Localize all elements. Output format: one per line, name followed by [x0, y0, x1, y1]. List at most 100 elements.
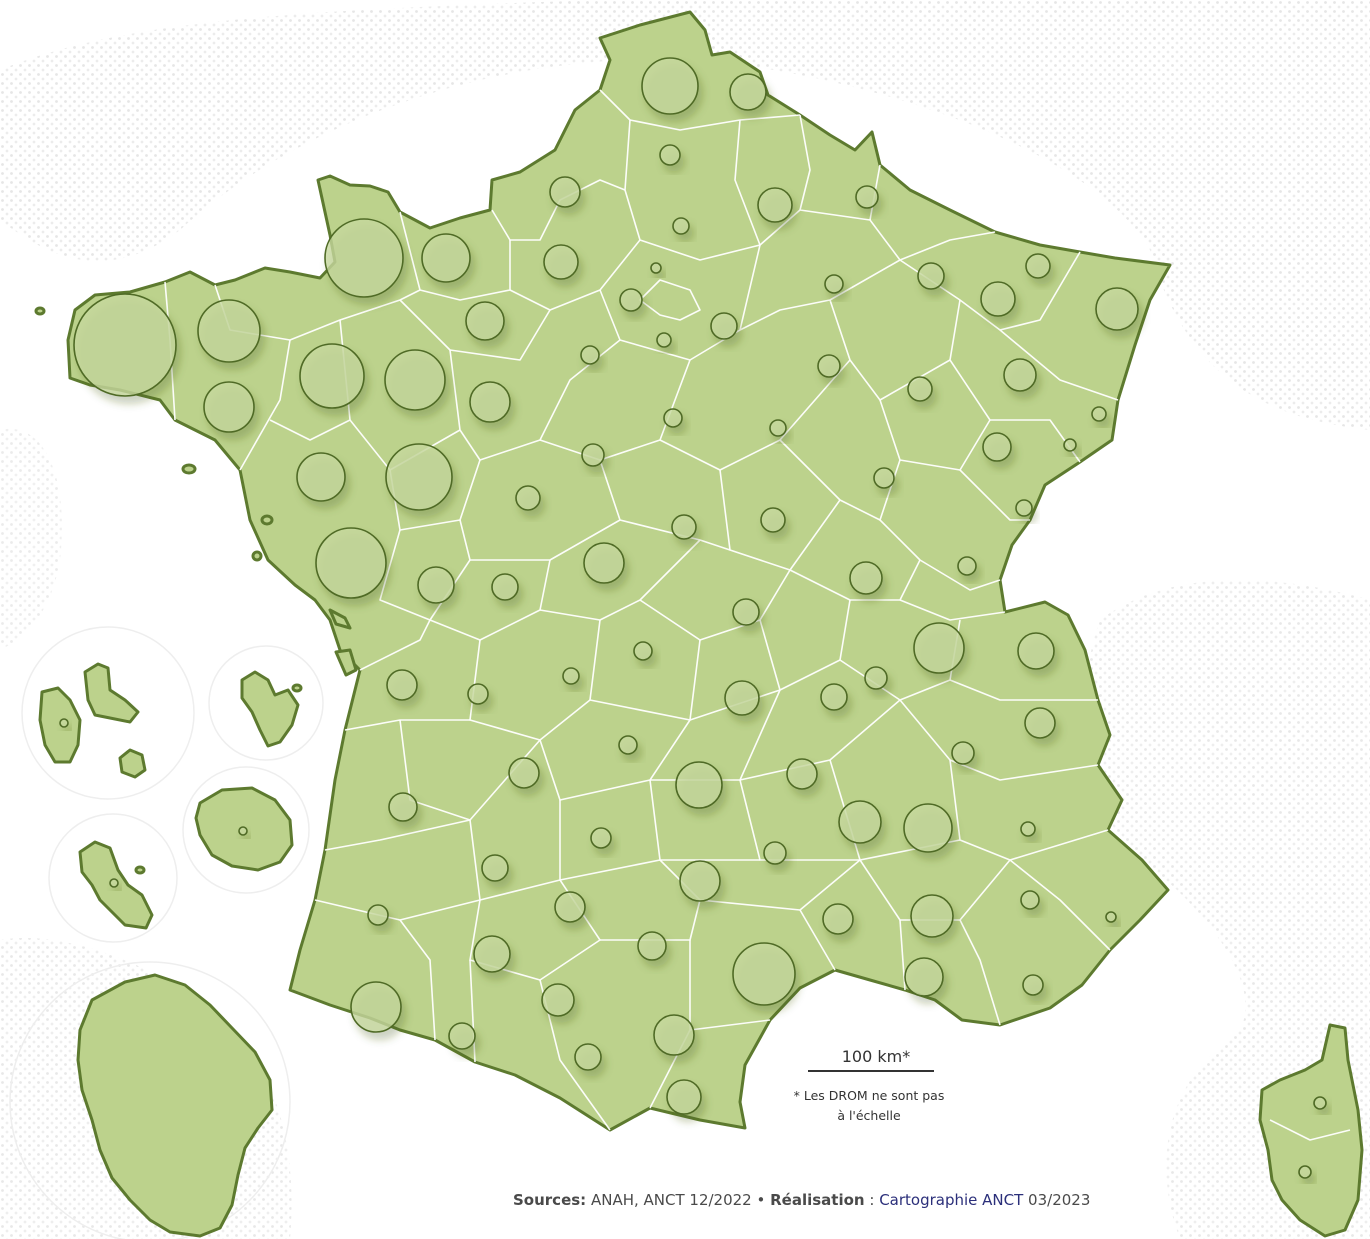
proportional-circle — [873, 467, 895, 489]
proportional-circle — [590, 827, 612, 849]
proportional-circle — [562, 667, 580, 685]
proportional-circle — [543, 244, 579, 280]
proportional-circle — [724, 680, 760, 716]
proportional-circle — [980, 281, 1016, 317]
scale-bar: 100 km* — [808, 1047, 934, 1072]
proportional-circle — [388, 792, 418, 822]
realisation-separator: : — [864, 1191, 880, 1209]
proportional-circle — [574, 1043, 602, 1071]
proportional-circle — [109, 878, 119, 888]
proportional-circle — [786, 758, 818, 790]
proportional-circle — [473, 935, 511, 973]
proportional-circle — [481, 854, 509, 882]
proportional-circle — [732, 598, 760, 626]
proportional-circle — [581, 443, 605, 467]
proportional-circle — [197, 299, 261, 363]
proportional-circle — [296, 452, 346, 502]
proportional-circle — [732, 942, 796, 1006]
proportional-circle — [1313, 1096, 1327, 1110]
proportional-circle — [508, 757, 540, 789]
proportional-circle — [633, 641, 653, 661]
proportional-circle — [554, 891, 586, 923]
proportional-circle — [515, 485, 541, 511]
corsica-shape — [1258, 1023, 1364, 1238]
proportional-circle — [663, 408, 683, 428]
proportional-circle — [1020, 890, 1040, 910]
cartographer-name: Cartographie ANCT — [879, 1191, 1024, 1209]
proportional-circle — [350, 981, 402, 1033]
proportional-circle — [541, 983, 575, 1017]
proportional-circle — [386, 669, 418, 701]
guadeloupe-shape — [38, 662, 147, 779]
realisation-label: Réalisation — [770, 1191, 865, 1209]
proportional-circle — [982, 432, 1012, 462]
proportional-circle — [903, 803, 953, 853]
proportional-circle — [618, 735, 638, 755]
proportional-circle — [957, 556, 977, 576]
credits-date: 03/2023 — [1023, 1191, 1091, 1209]
proportional-circle — [491, 573, 519, 601]
proportional-circle — [315, 527, 387, 599]
drom-note-line-1: * Les DROM ne sont pas — [794, 1088, 945, 1103]
proportional-circle — [469, 381, 511, 423]
proportional-circle — [637, 931, 667, 961]
proportional-circle — [1017, 632, 1055, 670]
proportional-circle — [1020, 821, 1036, 837]
proportional-circle — [849, 561, 883, 595]
proportional-circle — [679, 860, 721, 902]
proportional-circle — [299, 343, 365, 409]
guyane-shape — [76, 973, 274, 1238]
proportional-circle — [1022, 974, 1044, 996]
proportional-circle — [448, 1022, 476, 1050]
proportional-circle — [817, 354, 841, 378]
proportional-circle — [729, 73, 767, 111]
proportional-circle — [1003, 358, 1037, 392]
proportional-circle — [641, 57, 699, 115]
proportional-circles — [59, 57, 1327, 1179]
martinique-shape — [240, 670, 300, 748]
proportional-circle — [583, 542, 625, 584]
proportional-circle — [820, 683, 848, 711]
proportional-circle — [659, 144, 681, 166]
proportional-circle — [824, 274, 844, 294]
source-credits: Sources: ANAH, ANCT 12/2022 • Réalisatio… — [513, 1191, 1090, 1209]
proportional-circle — [910, 894, 954, 938]
sources-label: Sources: — [513, 1191, 587, 1209]
proportional-circle — [465, 301, 505, 341]
proportional-circle — [549, 176, 581, 208]
drom-note-line-2: à l'échelle — [837, 1108, 901, 1123]
proportional-circle — [675, 761, 723, 809]
proportional-circle — [1025, 253, 1051, 279]
proportional-circle — [907, 376, 933, 402]
proportional-circle — [238, 826, 248, 836]
proportional-circle — [417, 566, 455, 604]
proportional-circle — [904, 957, 944, 997]
proportional-circle — [59, 718, 69, 728]
proportional-circle — [763, 841, 787, 865]
proportional-circle — [666, 1079, 702, 1115]
proportional-circle — [757, 187, 793, 223]
proportional-circle — [838, 800, 882, 844]
proportional-circle — [769, 419, 787, 437]
proportional-circle — [710, 312, 738, 340]
proportional-circle — [671, 514, 697, 540]
proportional-circle — [1105, 911, 1117, 923]
proportional-circle — [1298, 1165, 1312, 1179]
proportional-circle — [1015, 499, 1033, 517]
overseas-inset-rings — [9, 626, 324, 1239]
proportional-circle — [822, 903, 854, 935]
proportional-circle — [913, 622, 965, 674]
sources-value: ANAH, ANCT 12/2022 • — [586, 1191, 771, 1209]
proportional-circle — [385, 443, 453, 511]
proportional-circle — [324, 218, 404, 298]
proportional-circle — [951, 741, 975, 765]
proportional-circle — [1095, 287, 1139, 331]
proportional-circle — [367, 904, 389, 926]
proportional-circle — [384, 349, 446, 411]
proportional-circle — [650, 262, 662, 274]
proportional-circle — [855, 185, 879, 209]
scale-bar-label: 100 km* — [842, 1047, 910, 1066]
proportional-circle — [656, 332, 672, 348]
